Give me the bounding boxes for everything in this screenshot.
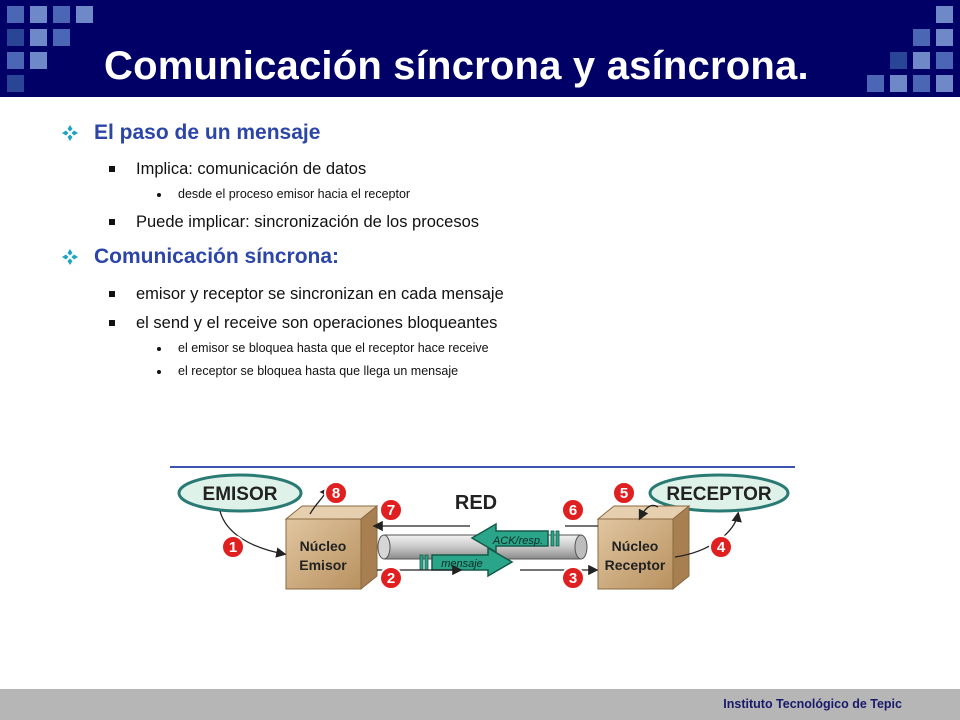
- step-4-badge: 4: [709, 535, 733, 559]
- footer-text: Instituto Tecnológico de Tepic: [723, 697, 902, 711]
- svg-text:2: 2: [387, 570, 395, 587]
- receptor-ellipse: RECEPTOR: [648, 473, 790, 513]
- bullet-level2: el send y el receive son operaciones blo…: [109, 314, 498, 333]
- emisor-label: EMISOR: [203, 484, 278, 505]
- step-2-badge: 2: [379, 566, 403, 590]
- mensaje-label: mensaje: [441, 558, 483, 570]
- svg-text:8: 8: [332, 485, 340, 502]
- nucleo-receptor-line1: Núcleo: [612, 538, 659, 554]
- decor-square: [7, 6, 24, 23]
- square-bullet-icon: [109, 320, 115, 326]
- decor-square: [7, 52, 24, 69]
- decor-square: [867, 75, 884, 92]
- emisor-ellipse: EMISOR: [177, 473, 303, 513]
- dot-bullet-icon: [157, 193, 161, 197]
- decor-square: [30, 6, 47, 23]
- bullet-level2: Puede implicar: sincronización de los pr…: [109, 213, 480, 232]
- square-bullet-icon: [109, 291, 115, 297]
- decor-square: [7, 29, 24, 46]
- ack-label: ACK/resp.: [492, 535, 543, 547]
- bullet-text: emisor y receptor se sincronizan en cada…: [136, 285, 504, 303]
- sync-communication-diagram: EMISOR RECEPTOR RED Núcleo Emisor Núcleo…: [170, 466, 795, 591]
- svg-text:4: 4: [717, 539, 726, 556]
- bullet-text: Comunicación síncrona:: [94, 245, 340, 268]
- bullet-level3: desde el proceso emisor hacia el recepto…: [157, 187, 411, 201]
- footer-band: Instituto Tecnológico de Tepic: [0, 689, 960, 720]
- bullet-level2: Implica: comunicación de datos: [109, 160, 367, 179]
- svg-text:5: 5: [620, 485, 628, 502]
- step-7-badge: 7: [379, 498, 403, 522]
- step-5-badge: 5: [612, 481, 636, 505]
- decor-square: [936, 75, 953, 92]
- decor-square: [936, 52, 953, 69]
- step-markers: 1 8 7 2 6 3 5 4: [221, 481, 733, 590]
- bullet-level1: El paso de un mensaje: [62, 121, 321, 145]
- bullet-text: el receptor se bloquea hasta que llega u…: [178, 364, 459, 378]
- bullet-level3: el emisor se bloquea hasta que el recept…: [157, 341, 489, 355]
- step-3-badge: 3: [561, 566, 585, 590]
- svg-text:6: 6: [569, 502, 577, 519]
- nucleo-emisor-line2: Emisor: [299, 557, 347, 573]
- decor-square: [913, 52, 930, 69]
- decor-square: [30, 52, 47, 69]
- bullet-text: el send y el receive son operaciones blo…: [136, 314, 498, 332]
- header-band: [0, 0, 960, 97]
- step-8-badge: 8: [324, 481, 348, 505]
- diamond-bullet-icon: [62, 125, 78, 141]
- svg-text:3: 3: [569, 570, 577, 587]
- bullet-level2: emisor y receptor se sincronizan en cada…: [109, 285, 504, 304]
- bullet-level3: el receptor se bloquea hasta que llega u…: [157, 364, 459, 378]
- svg-text:7: 7: [387, 502, 395, 519]
- square-bullet-icon: [109, 166, 115, 172]
- square-bullet-icon: [109, 219, 115, 225]
- bullet-text: El paso de un mensaje: [94, 121, 321, 144]
- decor-square: [890, 52, 907, 69]
- dot-bullet-icon: [157, 370, 161, 374]
- decor-square: [53, 29, 70, 46]
- dot-bullet-icon: [157, 347, 161, 351]
- bullet-text: Implica: comunicación de datos: [136, 160, 367, 178]
- decor-square: [936, 29, 953, 46]
- bullet-text: desde el proceso emisor hacia el recepto…: [178, 187, 411, 201]
- svg-text:1: 1: [229, 539, 237, 556]
- nucleo-receptor-box: Núcleo Receptor: [596, 504, 691, 591]
- decor-square: [913, 29, 930, 46]
- decor-square: [936, 6, 953, 23]
- step-6-badge: 6: [561, 498, 585, 522]
- nucleo-emisor-line1: Núcleo: [300, 538, 347, 554]
- diamond-bullet-icon: [62, 249, 78, 265]
- decor-square: [76, 6, 93, 23]
- receptor-label: RECEPTOR: [666, 484, 772, 505]
- nucleo-receptor-line2: Receptor: [605, 557, 666, 573]
- bullet-text: Puede implicar: sincronización de los pr…: [136, 213, 480, 231]
- decor-square: [890, 75, 907, 92]
- ack-arrow: ACK/resp.: [470, 522, 560, 554]
- bullet-text: el emisor se bloquea hasta que el recept…: [178, 341, 489, 355]
- decor-square: [913, 75, 930, 92]
- decor-square: [7, 75, 24, 92]
- decor-square: [30, 29, 47, 46]
- bullet-level1: Comunicación síncrona:: [62, 245, 340, 269]
- step-1-badge: 1: [221, 535, 245, 559]
- nucleo-emisor-box: Núcleo Emisor: [284, 504, 379, 591]
- slide-title: Comunicación síncrona y asíncrona.: [104, 44, 809, 88]
- red-label: RED: [455, 492, 497, 514]
- decor-square: [53, 6, 70, 23]
